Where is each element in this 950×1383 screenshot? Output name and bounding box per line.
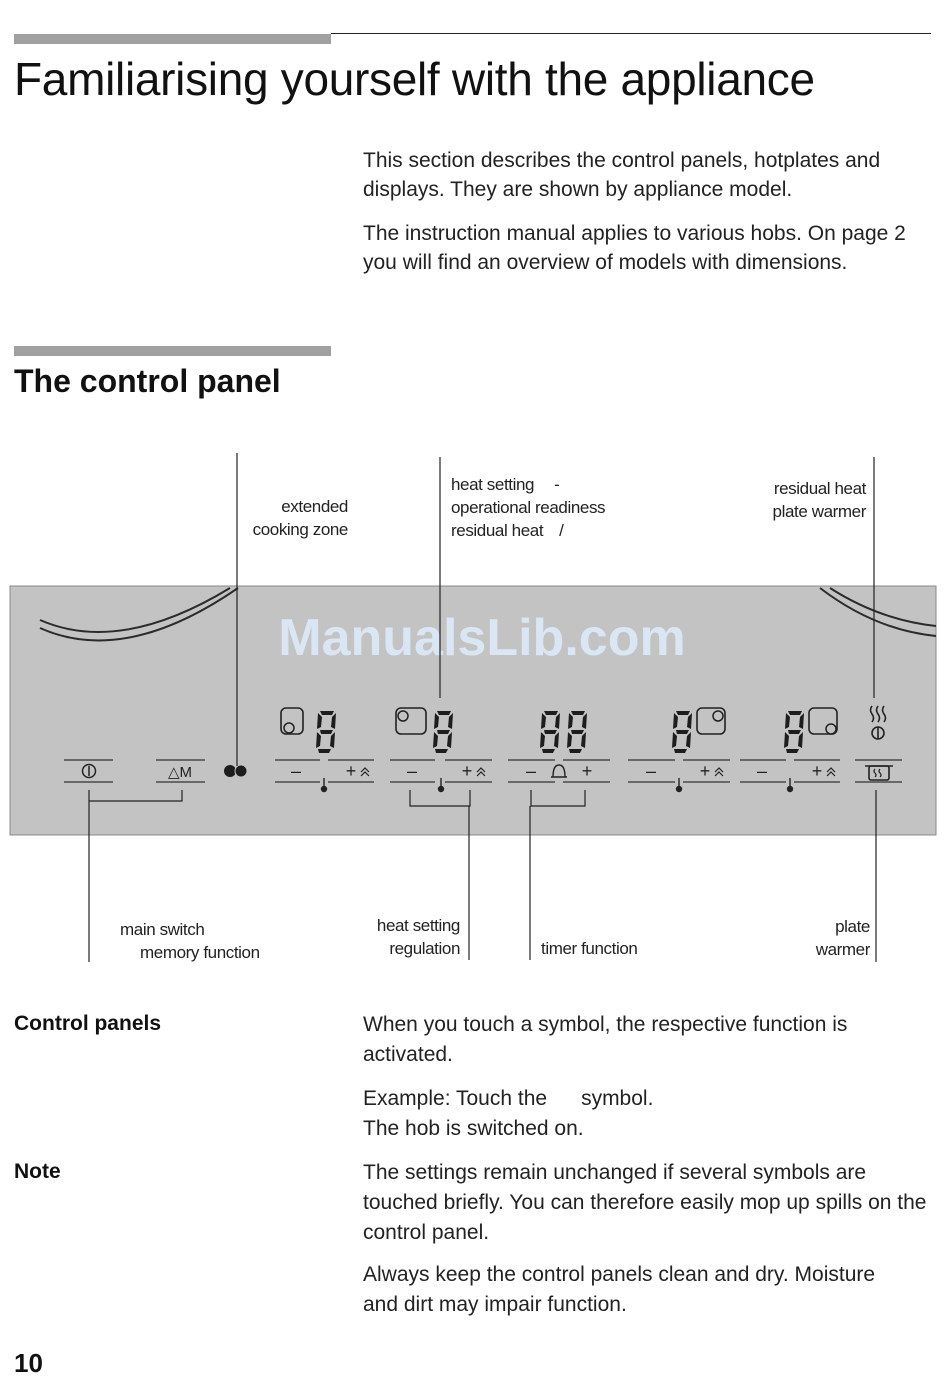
control-panels-paragraph: When you touch a symbol, the respective …	[363, 1013, 848, 1066]
control-panel-illustration: ManualsLib.com	[9, 453, 937, 962]
label-heat-symbol: -	[554, 475, 560, 494]
note-paragraph-1: The settings remain unchanged if several…	[363, 1161, 927, 1244]
page-title: Familiarising yourself with the applianc…	[14, 53, 815, 105]
label-residual-line1: residual heat	[773, 479, 867, 498]
svg-text:+: +	[346, 761, 357, 781]
watermark: ManualsLib.com	[278, 609, 685, 667]
svg-text:–: –	[526, 761, 536, 781]
label-memory-function: memory function	[140, 943, 260, 962]
label-heat-regulation: heat setting regulation	[340, 914, 461, 960]
label-residual-heat: residual heat plate warmer	[720, 477, 867, 523]
header-rule	[331, 33, 931, 34]
label-residual-line2: plate warmer	[772, 502, 867, 521]
svg-text:+: +	[462, 761, 473, 781]
label-extended-line1: extended	[281, 497, 348, 516]
label-plate-line1: plate	[835, 917, 870, 936]
svg-text:–: –	[646, 761, 656, 781]
memory-key-symbol: △M	[168, 764, 192, 781]
note-paragraph-2: Always keep the control panels clean and…	[363, 1263, 876, 1316]
section-title: The control panel	[14, 363, 281, 399]
label-heat-line2: operational readiness	[451, 498, 606, 517]
svg-text:–: –	[407, 761, 417, 781]
label-extended-line2: cooking zone	[252, 520, 349, 539]
svg-text:+: +	[812, 761, 823, 781]
intro-paragraph-1: This section describes the control panel…	[363, 149, 881, 201]
example-text-start: Example: Touch the	[363, 1087, 548, 1110]
label-extended-zone: extended cooking zone	[200, 495, 349, 541]
label-plate-warmer: plate warmer	[770, 915, 871, 961]
example-text-end: symbol.	[581, 1087, 654, 1110]
label-timer-function: timer function	[541, 939, 638, 958]
label-heat-reg-line2: regulation	[389, 939, 460, 958]
page-number: 10	[14, 1348, 43, 1378]
note-heading: Note	[14, 1160, 61, 1183]
example-result: The hob is switched on.	[363, 1117, 584, 1140]
label-residual-symbol: /	[559, 521, 564, 540]
svg-text:–: –	[757, 761, 767, 781]
intro-paragraph-2: The instruction manual applies to variou…	[363, 222, 906, 274]
svg-text:+: +	[582, 761, 593, 781]
header-bar	[14, 34, 331, 44]
example-paragraph: Example: Touch the symbol. The hob is swi…	[363, 1084, 938, 1144]
control-panels-heading: Control panels	[14, 1012, 162, 1035]
section-bar	[14, 346, 331, 356]
svg-text:–: –	[291, 761, 301, 781]
svg-text:+: +	[700, 761, 711, 781]
label-main-switch: main switch	[120, 920, 205, 939]
label-plate-line2: warmer	[815, 940, 871, 959]
control-panel-diagram: ManualsLib.com	[0, 440, 950, 980]
label-heat-setting-display: heat setting- operational readiness resi…	[451, 473, 606, 542]
label-heat-line3: residual heat	[451, 521, 544, 540]
label-heat-reg-line1: heat setting	[376, 916, 461, 935]
label-heat-line1: heat setting	[451, 475, 535, 494]
